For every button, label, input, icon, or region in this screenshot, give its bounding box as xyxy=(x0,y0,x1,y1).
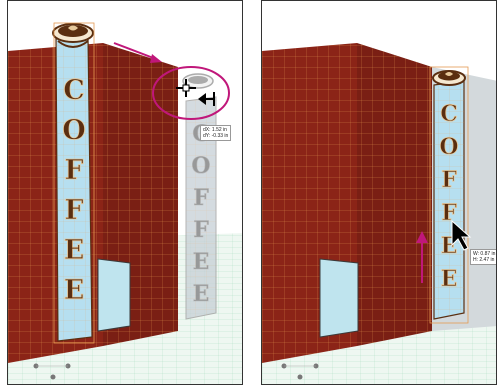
delta-y-readout: dY: -0.33 in xyxy=(203,133,228,139)
sign-letter-4: F xyxy=(64,195,83,226)
sign-letter-3: F xyxy=(64,155,83,186)
sign-letter-6: E xyxy=(441,266,458,292)
ghost-sign-letter-2: O xyxy=(191,153,210,179)
sign-letter-1: C xyxy=(440,101,458,127)
sign-letter-4: F xyxy=(441,200,457,226)
size-readout-tooltip: W: 0.87 in H: 2.47 in xyxy=(470,249,497,265)
sign-letter-3: F xyxy=(441,167,457,193)
sign-letter-2: O xyxy=(439,134,458,160)
ghost-sign-letter-5: E xyxy=(193,249,210,275)
sign-letter-6: E xyxy=(64,275,85,306)
ghost-sign-letter-4: F xyxy=(193,217,209,243)
sign-letter-1: C xyxy=(63,75,85,106)
window xyxy=(320,259,358,337)
coffee-cup-logo xyxy=(433,71,465,85)
move-delta-tooltip: dX: 1.52 in dY: -0.33 in xyxy=(200,125,231,141)
sign-letter-5: E xyxy=(64,235,85,266)
sign-letter-2: O xyxy=(62,115,86,146)
window xyxy=(98,259,130,331)
ghost-sign-letter-6: E xyxy=(193,281,210,307)
ghost-sign-letter-3: F xyxy=(193,185,209,211)
height-readout: H: 2.47 in xyxy=(473,257,495,263)
